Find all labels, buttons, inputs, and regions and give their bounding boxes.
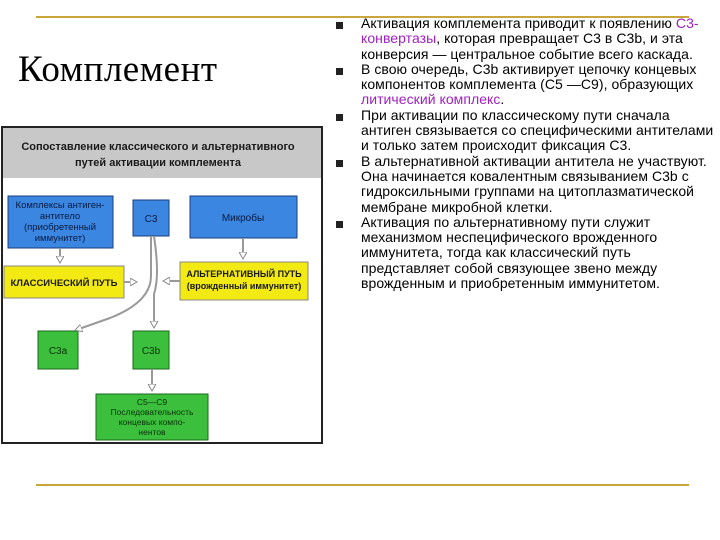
bullet-item: В свою очередь, С3b активирует цепочку к…	[332, 61, 720, 108]
classical-path-label: КЛАССИЧЕСКИЙ ПУТЬ	[11, 277, 118, 289]
bullet-marker	[336, 67, 343, 75]
c3-label: C3	[145, 214, 158, 225]
diagram-header	[3, 128, 321, 178]
diagram-header-line2: путей активации комплемента	[75, 157, 242, 169]
bullet-marker	[336, 22, 343, 29]
c3a-box	[37, 330, 79, 370]
diagram-header-line1: Сопоставление классического и альтернати…	[21, 141, 295, 153]
bullet-item: При активации по классическому пути снач…	[332, 107, 720, 154]
microbes-box	[189, 195, 298, 239]
alternative-path-box	[179, 261, 309, 301]
bullet-marker	[336, 159, 343, 167]
terminal-components-box	[95, 393, 209, 441]
bullet-item: Активация комплемента приводит к появлен…	[332, 15, 720, 62]
microbes-label: Микробы	[222, 212, 264, 224]
c3b-box	[132, 330, 170, 370]
c3b-label: C3b	[142, 346, 161, 357]
bullet-list: Активация комплемента приводит к появлен…	[332, 15, 720, 291]
c3-box	[132, 199, 170, 237]
bullet-item: Активация по альтернативному пути служит…	[332, 214, 720, 291]
bullet-marker	[336, 113, 343, 121]
top-divider	[36, 16, 689, 18]
bullet-item: В альтернативной активации антитела не у…	[332, 153, 720, 215]
highlight-text: С3- конвертазы	[361, 15, 699, 47]
flow-arrows	[60, 235, 243, 390]
c3a-label: C3a	[49, 346, 68, 357]
alternative-path-label: АЛЬТЕРНАТИВНЫЙ ПУТЬ(врожденный иммунитет…	[186, 268, 302, 291]
slide-title: Комплемент	[18, 49, 218, 90]
complement-pathways-diagram: Сопоставление классического и альтернати…	[1, 126, 323, 444]
antigen-antibody-label: Комплексы антиген-антитело(приобретенный…	[16, 200, 105, 244]
antigen-antibody-box	[7, 195, 114, 249]
bottom-divider	[36, 484, 689, 486]
bullet-marker	[336, 220, 343, 228]
classical-path-box	[3, 265, 125, 299]
highlight-text: литический комплекс	[361, 91, 501, 108]
